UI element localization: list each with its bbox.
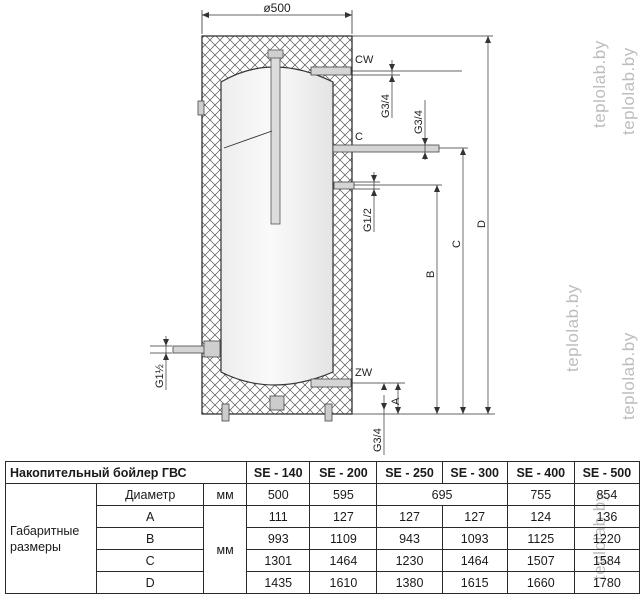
table-cell: 1220 [573,527,640,550]
table-cell: 1584 [573,549,640,572]
table-cell: 127 [309,505,378,528]
table-row-c: C 1301 1464 1230 1464 1507 1584 [6,549,640,572]
row-label: C [96,549,205,572]
row-label: B [96,527,205,550]
table-cell: 1093 [441,527,508,550]
model-header: SE - 500 [573,461,640,484]
table-row-d: D 1435 1610 1380 1615 1660 1780 [6,571,640,594]
cw-pipe [310,66,352,76]
table-cell: 1109 [309,527,378,550]
table-cell: 1125 [506,527,575,550]
table-cell: 1660 [506,571,575,594]
anode-rod [270,55,281,225]
zw-label: ZW [355,367,373,379]
zw-pipe [310,378,352,388]
group-label: Габаритные размеры [4,483,98,594]
table-cell: 111 [246,505,311,528]
dim-b-label: B [425,271,437,278]
dim-d-label: D [476,220,488,228]
row-label: Диаметр [96,483,205,506]
table-cell: 1507 [506,549,575,572]
table-cell: 500 [246,483,311,506]
table-cell: 124 [506,505,575,528]
model-header: SE - 200 [309,461,378,484]
unit-cell: мм [203,505,248,594]
table-cell: 854 [573,483,640,506]
table-cell: 943 [376,527,443,550]
model-header: SE - 300 [441,461,508,484]
table-cell: 1464 [441,549,508,572]
diameter-label: ø500 [263,1,291,15]
model-header: SE - 250 [376,461,443,484]
boiler-drawing: ø500 CW G3/4 C G3/4 G1/2 ZW G1½ G3/4 A B… [150,1,495,455]
table-cell: 1380 [376,571,443,594]
dim-c-label: C [451,240,463,248]
table-cell: 1464 [309,549,378,572]
table-row-b: B 993 1109 943 1093 1125 1220 [6,527,640,550]
table-cell: 695 [376,483,508,506]
bottom-thread-label: G3/4 [372,428,384,452]
c-thread-label: G3/4 [413,110,425,134]
table-cell: 1610 [309,571,378,594]
c-label: C [355,131,363,143]
row-label: D [96,571,205,594]
table-cell: 136 [573,505,640,528]
table-cell: 1230 [376,549,443,572]
cw-label: CW [355,54,374,66]
cw-thread-label: G3/4 [380,94,392,118]
table-cell: 993 [246,527,311,550]
table-cell: 1301 [246,549,311,572]
left-pipe [172,345,206,354]
table-cell: 755 [506,483,575,506]
dim-a-label: A [390,397,402,405]
table-cell: 1615 [441,571,508,594]
spec-table: Накопительный бойлер ГВС SE - 140 SE - 2… [4,461,640,594]
table-cell: 595 [309,483,378,506]
inner-tank [220,66,334,386]
left-thread-label: G1½ [154,364,166,388]
table-cell: 1780 [573,571,640,594]
model-header: SE - 140 [246,461,311,484]
table-header-row: Накопительный бойлер ГВС SE - 140 SE - 2… [4,461,640,484]
c-pipe [332,144,440,153]
table-cell: 127 [376,505,443,528]
table-cell: 127 [441,505,508,528]
table-row-diameter: Габаритные размеры Диаметр мм 500 595 69… [4,483,640,594]
row-label: A [96,505,205,528]
table-title: Накопительный бойлер ГВС [4,461,248,484]
mid-thread-label: G1/2 [362,208,374,232]
unit-cell: мм [203,483,248,506]
model-header: SE - 400 [506,461,575,484]
table-cell: 1435 [246,571,311,594]
table-row-a: A мм 111 127 127 127 124 136 [6,505,640,594]
